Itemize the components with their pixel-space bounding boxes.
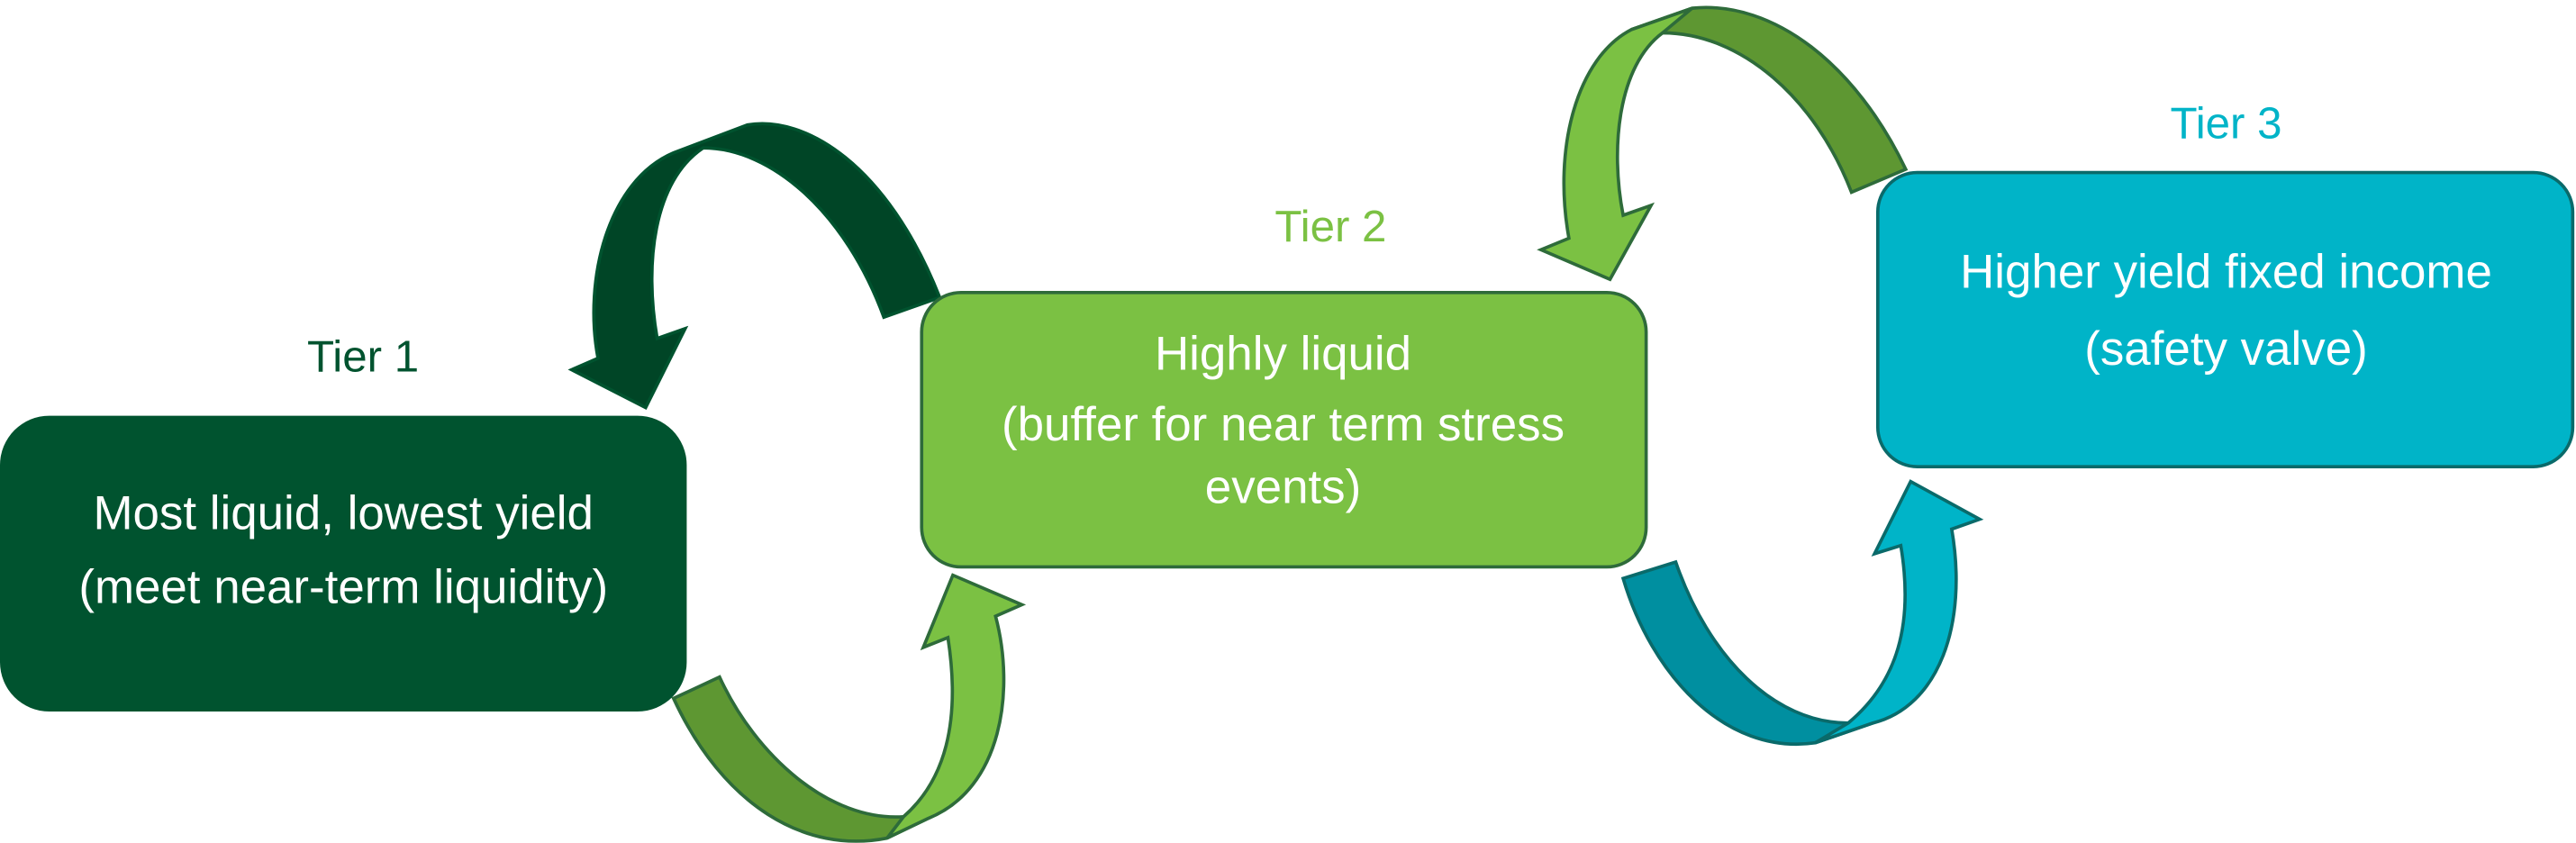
tier2-label: Tier 2 — [1274, 202, 1386, 251]
arrow-tier1-to-tier2-head-icon — [885, 573, 1027, 840]
arrow-tier2-to-tier1-icon — [567, 122, 942, 410]
arrow-tier1-to-tier2-icon — [671, 675, 935, 843]
tier1-box — [0, 415, 687, 712]
tier1-label: Tier 1 — [307, 331, 419, 381]
arrow-tier2-to-tier3-head-icon — [1814, 479, 1984, 745]
tier3-line2: (safety valve) — [2084, 322, 2367, 376]
tier2-box — [920, 290, 1648, 569]
tier2-line1: Highly liquid — [1155, 328, 1411, 381]
arrow-tier3-to-tier2-head-icon — [1537, 6, 1693, 282]
arrow-tier2-to-tier3-icon — [1620, 559, 1873, 746]
tier3-line1: Higher yield fixed income — [1960, 245, 2492, 298]
tier3-box — [1875, 170, 2575, 468]
tier1-line2: (meet near-term liquidity) — [78, 561, 608, 614]
tier2-line3: events) — [1205, 460, 1361, 513]
tier3-label: Tier 3 — [2170, 98, 2281, 148]
tier1-line1: Most liquid, lowest yield — [93, 487, 594, 540]
tier2-line2: (buffer for near term stress — [1002, 398, 1565, 451]
arrow-tier3-to-tier2-icon — [1630, 5, 1909, 195]
